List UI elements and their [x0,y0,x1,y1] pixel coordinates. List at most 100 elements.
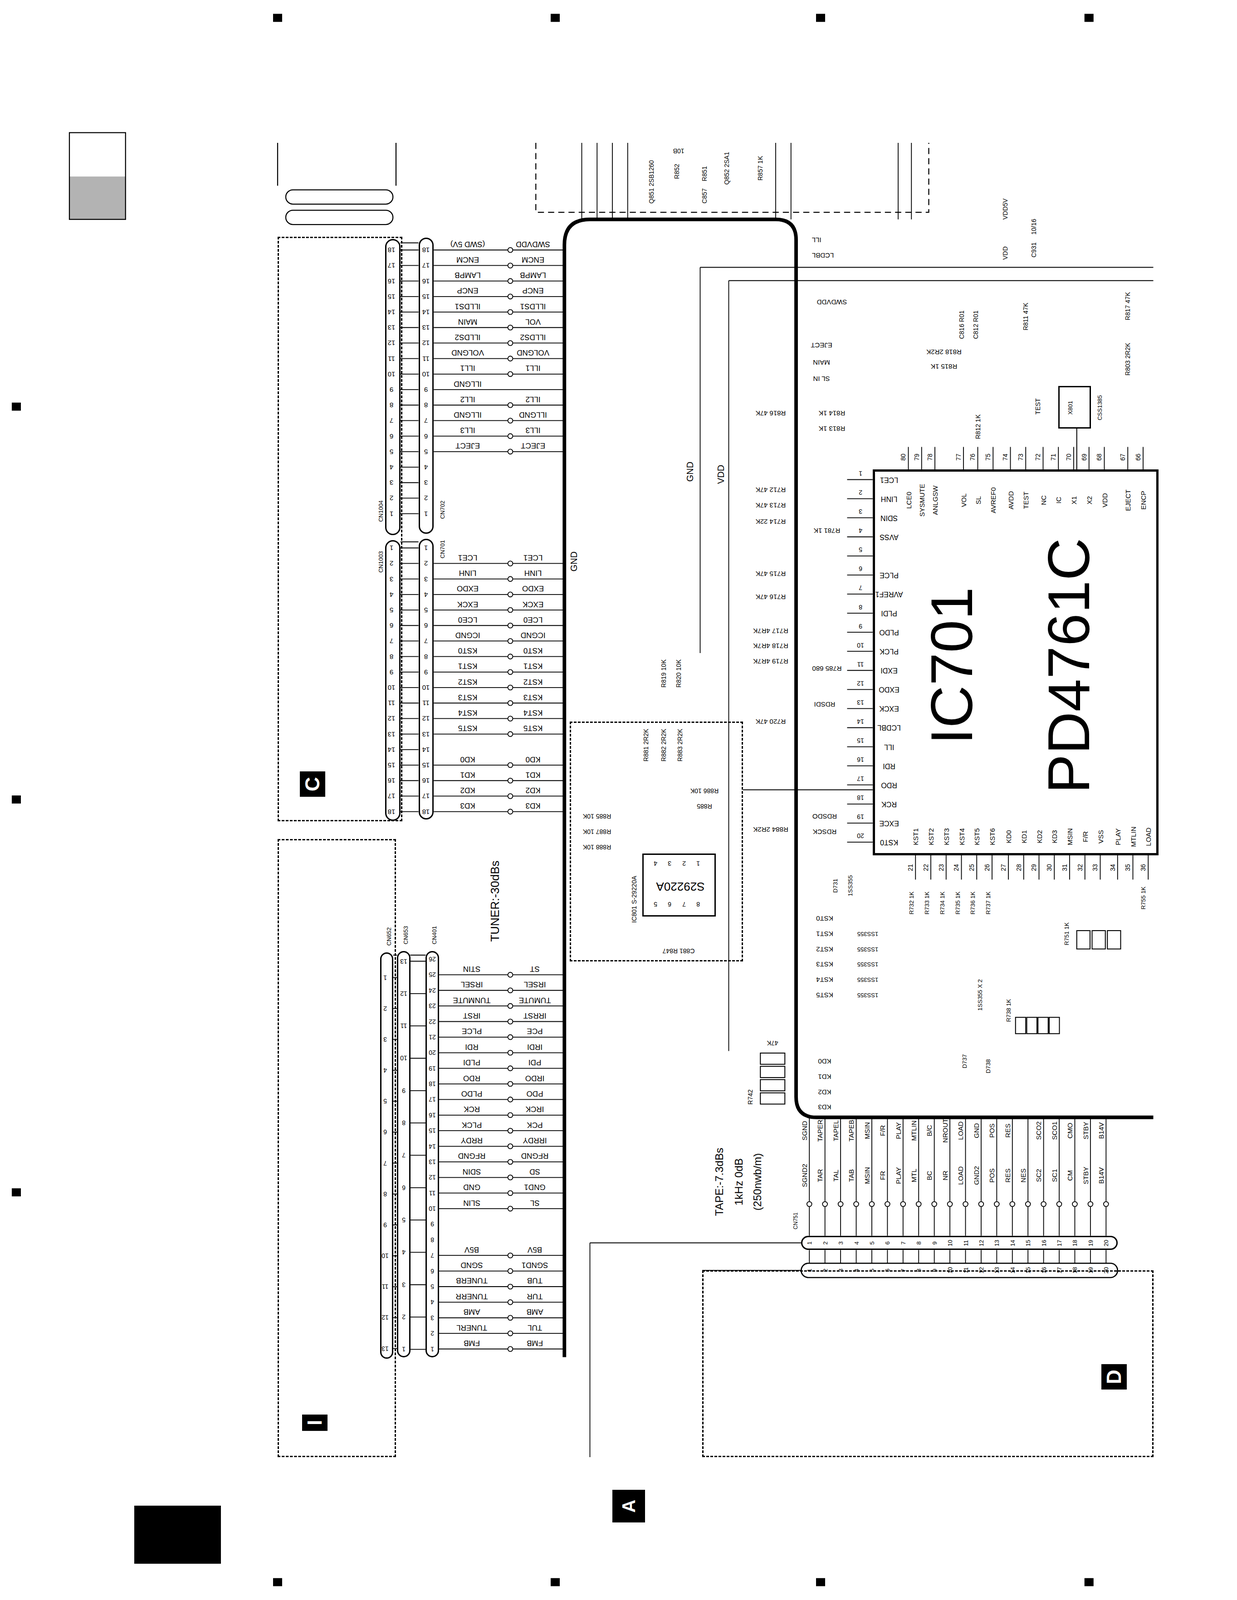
signal-label: R720 47K [755,718,786,725]
terminal-ring [884,1202,890,1208]
terminal-ring [838,1202,844,1208]
pin-number: 11 [429,1190,436,1197]
pin-number: 11 [381,1283,389,1291]
pin-stub [1023,855,1025,881]
signal-label: KST0 [880,838,899,846]
wire [918,1118,920,1237]
pin-number: 27 [1000,864,1007,872]
signal-label: RDI [882,762,896,770]
signal-label: ENCM [521,255,544,264]
signal-label: PLCE [879,571,899,579]
signal-label: KD0 [525,755,541,763]
signal-label: SDIN [880,514,898,522]
pin-number: 36 [1139,864,1147,872]
pin-number: 15 [1025,1267,1032,1274]
pin-number: 6 [430,1268,435,1275]
terminal-ring [508,356,514,362]
pin-number: 7 [389,417,394,425]
signal-label: R735 1K [954,891,961,915]
pin-number: 13 [387,324,396,332]
node-title: IC701 [922,586,982,745]
pin-number: 21 [428,1034,436,1041]
signal-label: R883 2R2K [676,728,684,762]
wire [433,327,565,328]
terminal-ring [508,1035,514,1041]
resistor-symbol [1026,1017,1038,1034]
signal-label: BC [925,1171,933,1181]
pin-number: 6 [858,565,863,573]
terminal-ring [508,1175,514,1181]
pin-number: 3 [430,1315,435,1322]
signal-label: R785 680 [811,664,842,672]
pin-number: 7 [858,584,863,592]
pin-number: 7 [383,1160,387,1167]
signal-label: IRDO [525,1074,545,1082]
pin-number: 19 [428,1065,436,1072]
signal-label: SGND [460,1261,483,1270]
terminal-ring [508,1315,514,1321]
pin-number: 5 [653,901,658,908]
node-title: CN1004 [377,500,384,523]
pin-number: 34 [1109,864,1116,872]
signal-label: KST2 [816,945,834,953]
wire [1043,1118,1045,1237]
registration-mark [816,1579,825,1587]
terminal-ring [508,1097,514,1103]
wire [902,1118,904,1237]
pin-number: 4 [424,591,428,598]
signal-label: R755 1K [1140,886,1147,910]
board-edge [395,142,397,186]
signal-label: ILLDS2 [519,332,546,341]
pin-number: 13 [422,730,431,738]
signal-label: IRSEL [460,980,483,989]
pin-number: 11 [422,699,431,707]
pin-number: 18 [1071,1239,1078,1247]
pin-stub [961,855,963,881]
signal-label: ENCM [455,255,479,264]
pin-number: 14 [387,746,396,753]
signal-label: R817 47K [1124,292,1131,321]
signal-label: ENCP [522,286,544,295]
pin-stub [847,841,873,843]
wire [433,563,565,565]
signal-label: SDIN [462,1167,481,1176]
terminal-ring [508,1346,514,1352]
signal-label: KST1 [457,662,478,670]
signal-label: LOAD [957,1166,964,1186]
wire [439,1333,565,1335]
resistor-symbol [760,1066,785,1078]
pin-number: 25 [428,971,436,978]
pin-number: 18 [856,794,865,802]
node-subtitle: PD4761C [1039,537,1099,794]
signal-label: ILL3 [459,426,475,435]
pin-number: 12 [428,1174,436,1181]
wire [439,1271,565,1272]
pin-number: 22 [922,864,929,872]
signal-label: IRST [462,1012,481,1020]
signal-label: TAPER [816,1119,824,1143]
node-title: CN1003 [377,551,384,573]
terminal-ring [508,1190,514,1196]
pin-number: 14 [387,308,396,316]
signal-label: R887 10K [582,828,612,836]
node-title: S29220A [656,880,705,893]
pin-number: 73 [1017,453,1024,461]
signal-label: F/R [1081,831,1089,843]
signal-label: (SWD 5V) [449,239,485,248]
pin-number: 9 [389,668,394,676]
signal-label: VDD [1100,493,1108,508]
terminal-ring [508,433,514,439]
pin-number: 6 [884,1269,891,1273]
pin-number: 20 [856,832,865,840]
pin-number: 18 [1071,1267,1078,1274]
signal-label: LCE1 [457,553,478,562]
node-title: I [302,1414,328,1432]
signal-label: Q851 2SB1260 [648,160,655,204]
signal-label: 1SS355 [856,961,878,968]
signal-label: EXDO [521,584,544,593]
signal-label: TEST [1022,491,1030,509]
terminal-ring [508,247,514,253]
node-title: CN401 [431,926,438,945]
pin-number: 72 [1034,453,1042,461]
pin-number: 2 [430,1330,435,1337]
